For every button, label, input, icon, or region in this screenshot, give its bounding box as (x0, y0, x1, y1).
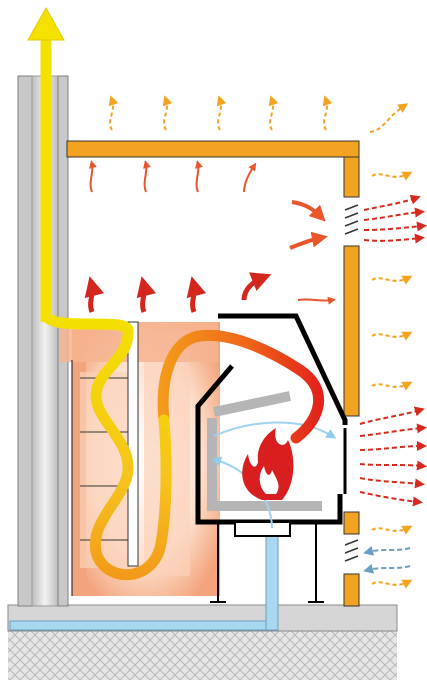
casing-top (66, 140, 360, 158)
firebox-back-wall (207, 418, 322, 511)
hot-air-right (359, 194, 427, 507)
fresh-air-flow (213, 421, 337, 439)
smoke-path-hot (157, 329, 324, 444)
grille-icon (344, 204, 359, 235)
heat-exchanger-channel-a (80, 372, 128, 568)
firebox-hood (218, 313, 348, 425)
casing-right-upper (343, 156, 360, 198)
smoke-path-mid (42, 312, 172, 581)
firebox-legs (210, 524, 324, 603)
chimney-wall-left (17, 75, 33, 607)
warm-air-right (371, 171, 413, 589)
casing-right-bottom (343, 573, 360, 607)
warm-air-top (108, 95, 409, 133)
air-duct-riser (265, 526, 279, 631)
air-duct (9, 620, 279, 631)
casing-right-mid (343, 245, 360, 417)
firebox-ashpan (234, 521, 291, 537)
chimney-outlet-arrow (27, 6, 65, 41)
flame-icon (242, 428, 294, 500)
casing-right-low (343, 511, 360, 535)
ground-hatch (8, 630, 397, 680)
grille-icon (344, 539, 359, 562)
cold-air-inlet (363, 545, 411, 574)
baffle-plate (127, 321, 139, 567)
convection-arrows-bottom (84, 272, 272, 313)
convection-arrows-top (89, 160, 257, 193)
convection-arrows-right (289, 200, 336, 305)
firebox-baffle-top (212, 391, 292, 417)
